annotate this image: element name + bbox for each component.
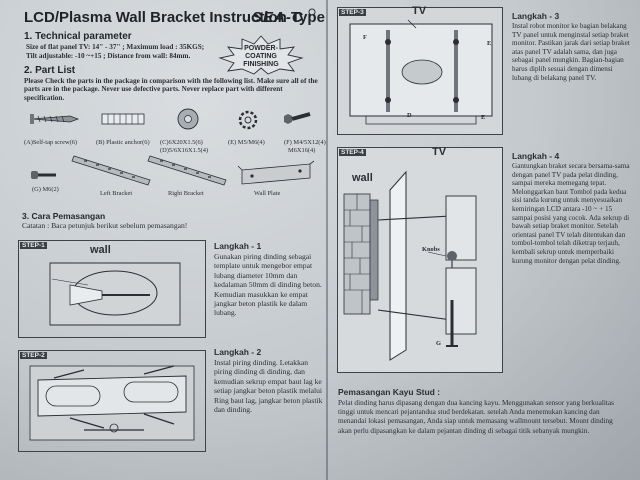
brand-logo: SEA-C [252,9,304,26]
part-a-label: (A)Self-tap screw(6) [24,139,78,146]
step-3-mark-e-bottom: E [481,114,486,121]
plastic-anchor-icon [101,113,145,125]
part-b-label: (B) Plastic anchor(6) [96,139,150,146]
wall-plate-icon [237,160,315,185]
bolt-icon [284,112,311,124]
left-bracket-icon [71,155,151,186]
parts-intro: Please Check the parts in the package in… [24,77,318,102]
step-1-heading: Langkah - 1 [214,241,262,251]
parts-heading: 2. Part List [24,65,76,76]
step-1-anchor-drawing [49,262,181,326]
stud-heading: Pemasangan Kayu Stud : [338,387,441,397]
part-f2-label: M6X16(4) [288,147,316,154]
tech-heading: 1. Technical parameter [24,31,132,42]
knob-screw-icon [31,171,56,179]
step-3-heading: Langkah - 3 [512,11,560,21]
wall-plate-label: Wall Plate [254,190,281,197]
part-d-label: (D)5/6X16X1.5(4) [160,147,209,154]
nut-gear-icon [238,110,258,130]
step-1-label: STEP-1 [20,242,47,249]
step-4-text: Gantungkan braket secara bersama-sama de… [512,162,630,265]
page-title: LCD/Plasma Wall Bracket Instruction Type [24,9,325,26]
step-4-heading: Langkah - 4 [512,151,560,161]
badge-line-2: COATING [245,53,277,60]
step-3-mark-f: F [363,34,367,41]
step-2-diagram [18,350,206,452]
step-4-side-view-drawing [343,170,477,361]
step-3-mark-d: D [407,112,412,119]
step-3-tv-label: TV [412,5,427,17]
step-3-label: STEP-3 [339,9,366,16]
install-heading: 3. Cara Pemasangan [22,211,106,221]
part-g-label: (G) M6(2) [32,186,59,193]
tech-line-1: Size of flat panel TV: 14" - 37" ; Maxim… [26,43,205,51]
install-note: Catatan : Baca petunjuk berikut sebelum … [22,221,188,230]
step-1-text: Gunakan piring dinding sebagai template … [214,252,322,318]
self-tap-screw-icon [30,114,80,124]
badge-line-1: POWDER- [244,45,279,52]
right-bracket-label: Right Bracket [168,190,204,197]
left-bracket-label: Left Bracket [100,190,133,197]
stud-text: Pelat dinding harus dipasang dengan dua … [338,398,614,435]
column-divider [326,0,328,480]
step-4-wall-label: wall [352,172,373,184]
badge-line-3: FINISHING [243,61,279,68]
part-f-label: (F) M4/5X12(4) [284,139,326,146]
part-e-label: (E) M5/M6(4) [228,139,265,146]
step-2-wall-plate-drawing [29,365,195,441]
tech-line-2: Tilt adjustable: -10 ~+15 ; Distance fro… [26,52,191,60]
step-4-knobs-label: Knobs [422,246,440,253]
powder-coating-badge: POWDER- COATING FINISHING [218,35,304,75]
washer-icon [177,108,199,130]
step-2-text: Instal piring dinding. Letakkan piring d… [214,358,323,415]
step-4-label: STEP-4 [339,149,366,156]
step-3-text: Instal robot monitor ke bagian belakang … [512,22,630,82]
step-3-mark-e-top: E [487,40,492,47]
step-3-tv-back-drawing [349,19,493,125]
right-bracket-icon [147,155,227,186]
part-c-label: (C)6X20X1.5(6) [160,139,203,146]
brand-sun-icon [308,8,316,16]
step-4-tv-label: TV [432,146,447,158]
step-4-g-label: G [436,340,441,347]
step-2-heading: Langkah - 2 [214,347,262,357]
step-1-diagram [18,240,206,338]
step-1-wall-label: wall [90,244,111,256]
step-2-label: STEP-2 [20,352,47,359]
